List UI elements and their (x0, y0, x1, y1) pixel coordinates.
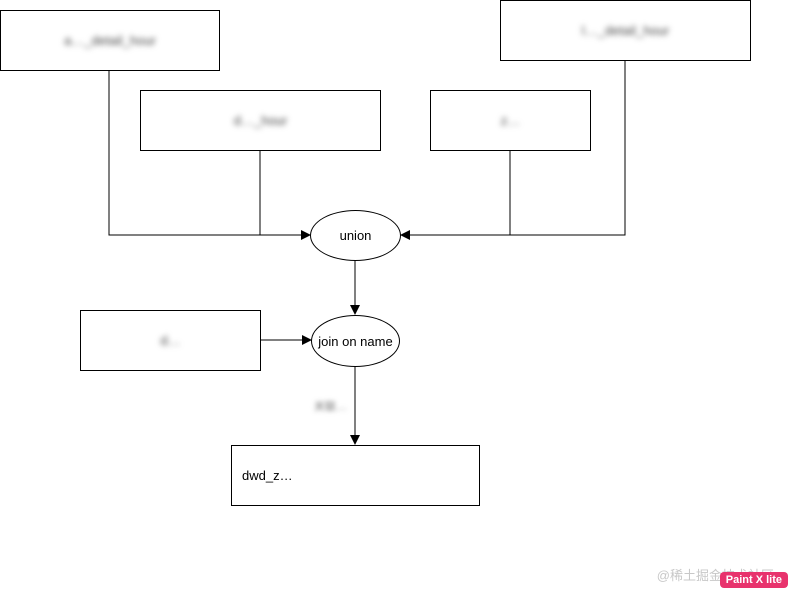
join-edge-label: 关联… (314, 401, 347, 413)
union-label: union (339, 228, 372, 243)
join-label: join on name (318, 333, 393, 349)
dimension-table: d… (80, 310, 261, 371)
source-table-2: d…_hour (140, 90, 381, 151)
paint-x-lite-badge: Paint X lite (719, 572, 788, 588)
join-node: join on name (311, 315, 400, 367)
edge-src1-union (108, 70, 311, 240)
source-table-4: l…_detail_hour (500, 0, 751, 61)
edge-src4-union (400, 60, 626, 240)
target-table: dwd_z… (231, 445, 480, 506)
source-table-3: z… (430, 90, 591, 151)
dimension-table-label: d… (160, 333, 181, 348)
source-table-4-label: l…_detail_hour (581, 23, 670, 38)
source-table-3-label: z… (500, 113, 521, 128)
target-table-label: dwd_z… (242, 468, 293, 483)
union-node: union (310, 210, 401, 261)
source-table-1-label: a…_detail_hour (64, 33, 156, 48)
source-table-2-label: d…_hour (233, 113, 288, 128)
source-table-1: a…_detail_hour (0, 10, 220, 71)
